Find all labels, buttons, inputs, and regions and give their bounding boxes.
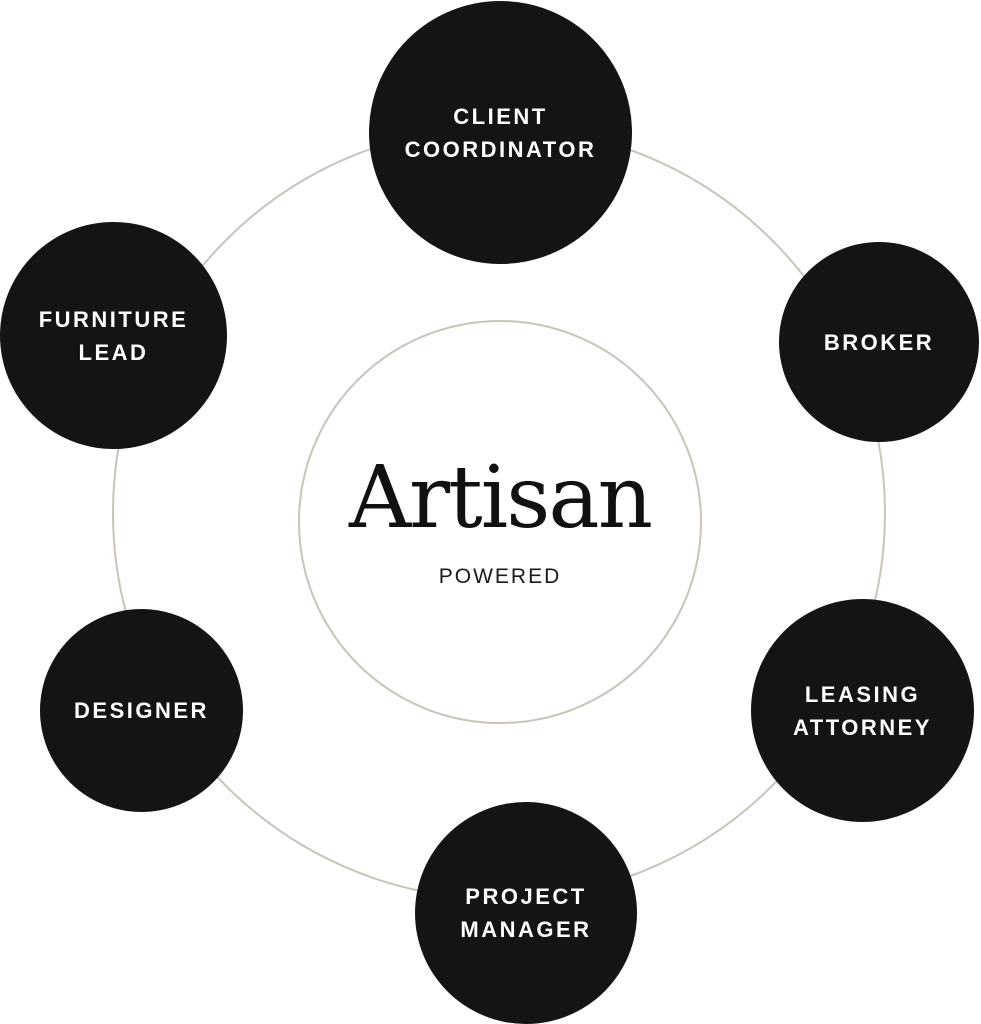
center-hub-circle xyxy=(298,320,702,724)
powered-tagline: POWERED xyxy=(438,565,562,588)
role-label-designer: DESIGNER xyxy=(74,698,209,723)
role-label-furniture-lead: FURNITURE LEAD xyxy=(38,306,189,365)
role-node-project-manager[interactable]: PROJECT MANAGER xyxy=(415,802,637,1024)
role-label-broker: BROKER xyxy=(823,329,935,355)
role-node-broker[interactable]: BROKER xyxy=(779,242,979,442)
role-label-client-coordinator: CLIENT COORDINATOR xyxy=(404,103,597,162)
role-label-leasing-attorney: LEASING ATTORNEY xyxy=(793,681,932,740)
role-node-leasing-attorney[interactable]: LEASING ATTORNEY xyxy=(751,599,974,822)
role-node-designer[interactable]: DESIGNER xyxy=(40,609,243,812)
role-node-client-coordinator[interactable]: CLIENT COORDINATOR xyxy=(369,1,632,264)
role-node-furniture-lead[interactable]: FURNITURE LEAD xyxy=(0,222,227,449)
artisan-logo: Artisan xyxy=(348,448,653,548)
role-label-project-manager: PROJECT MANAGER xyxy=(460,884,592,942)
